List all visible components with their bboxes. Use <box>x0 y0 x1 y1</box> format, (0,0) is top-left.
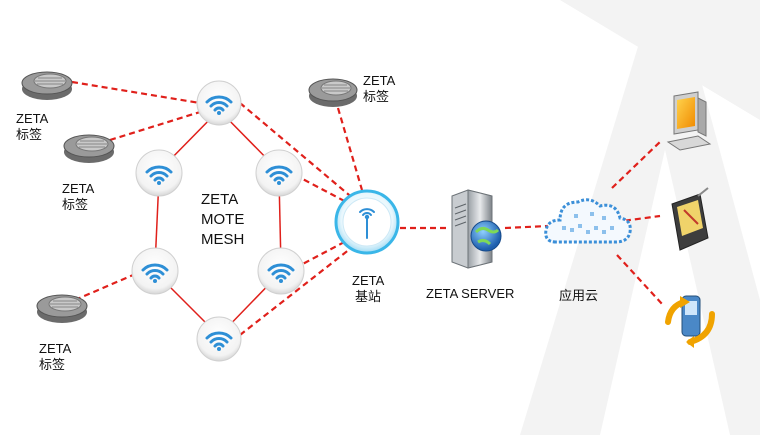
tag-device-3 <box>36 294 88 323</box>
tag-label-en: ZETA <box>62 181 95 196</box>
wifi-icon <box>265 165 293 182</box>
mobile-phone-icon <box>665 295 715 348</box>
link-rightupper-base <box>294 174 353 206</box>
tag-label-2: ZETA 标签 <box>62 181 94 213</box>
mesh-node-lower-right <box>257 247 305 295</box>
link-tag1-top <box>71 80 201 105</box>
base-station-label-cn: 基站 <box>354 289 381 304</box>
server-label: ZETA SERVER <box>426 286 515 301</box>
link-tag2-top <box>109 110 201 142</box>
link-bottom-base <box>239 244 356 336</box>
mesh-node-lower-left <box>131 247 179 295</box>
mesh-node-bottom <box>196 316 242 362</box>
tag-device-4 <box>308 78 358 107</box>
tag-label-en: ZETA <box>363 73 396 88</box>
link-cloud-pc <box>611 139 663 189</box>
mesh-title-line3: MESH <box>201 231 245 248</box>
link-cloud-phone <box>616 254 664 306</box>
link-tag3-bottomleft <box>74 270 141 302</box>
tag-device-1 <box>21 71 73 100</box>
link-top-base <box>239 102 356 201</box>
mesh-title: ZETA MOTE MESH <box>201 190 244 250</box>
tag-label-4: ZETA 标签 <box>363 73 395 105</box>
server-icon <box>451 189 502 269</box>
mesh-title-line1: ZETA <box>201 191 239 208</box>
base-station-node <box>334 189 400 255</box>
wifi-icon <box>205 331 233 348</box>
mesh-title-line2: MOTE <box>201 211 245 228</box>
antenna-icon <box>359 208 375 239</box>
dashed-links <box>71 80 664 336</box>
mesh-node-top <box>196 80 242 126</box>
cloud-icon <box>544 198 632 244</box>
tag-label-cn: 标签 <box>39 357 66 372</box>
pda-icon <box>671 187 709 251</box>
tag-label-3: ZETA 标签 <box>39 341 71 373</box>
tag-label-1: ZETA 标签 <box>16 111 48 143</box>
tag-label-cn: 标签 <box>62 197 89 212</box>
mesh-node-upper-left <box>135 149 183 197</box>
wifi-icon <box>205 95 233 112</box>
wifi-icon <box>145 165 173 182</box>
cloud-label: 应用云 <box>559 288 599 303</box>
tag-device-2 <box>63 134 115 163</box>
tag-label-en: ZETA <box>16 111 49 126</box>
link-tag4-base <box>336 107 364 191</box>
globe-icon <box>470 220 502 252</box>
tag-label-cn: 标签 <box>363 89 390 104</box>
link-cloud-pda <box>614 214 661 224</box>
tag-label-cn: 标签 <box>16 127 43 142</box>
base-station-label-en: ZETA <box>352 273 385 288</box>
background-watermark <box>520 0 760 435</box>
computer-icon <box>666 91 712 151</box>
tag-label-en: ZETA <box>39 341 72 356</box>
mesh-node-upper-right <box>255 149 303 197</box>
wifi-icon <box>267 263 295 280</box>
base-station-label: ZETA 基站 <box>352 273 384 305</box>
wifi-icon <box>141 263 169 280</box>
link-server-cloud <box>504 224 549 230</box>
